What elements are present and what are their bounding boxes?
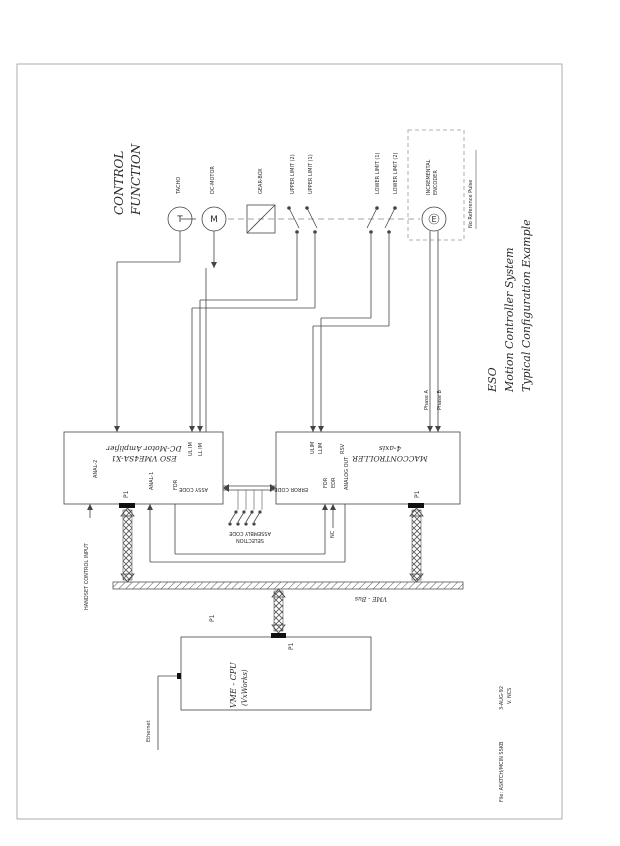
amplifier-p1-connector — [119, 503, 135, 508]
title-line3: Typical Configuration Example — [520, 219, 533, 392]
ethernet-wire — [157, 675, 177, 750]
title-line2: Motion Controller System — [503, 247, 516, 393]
no-reference-label: No Reference Pulse — [468, 180, 474, 228]
encoder-housing — [407, 129, 465, 241]
gear-box-icon — [246, 204, 276, 234]
controller-error-code-label: ERROR CODE — [274, 486, 308, 492]
upper-limit-1-switch-icon — [305, 206, 318, 234]
amplifier-ulim-label: UL IM — [188, 442, 194, 456]
amplifier-p1-label: P1 — [123, 490, 130, 498]
vme-bus-label: VME - Bus — [355, 595, 387, 602]
amplifier-llim-label: LL IM — [198, 443, 204, 456]
phase-a-label: Phase A — [424, 389, 430, 410]
lower-limit-wire — [310, 234, 390, 432]
upper-limit-wire — [189, 234, 316, 432]
title-line1: ESO — [486, 367, 499, 393]
cpu-title-line2: (VxWorks) — [241, 669, 249, 706]
cpu-ethernet-port — [177, 673, 181, 679]
page-frame — [16, 63, 563, 820]
tacho-label: TACHO — [176, 177, 182, 195]
svg-text:M: M — [210, 215, 218, 225]
controller-fdir-label: FDR — [323, 477, 329, 488]
controller-rsv-label: RSV — [340, 443, 346, 454]
controller-title-line1: 4-axis — [379, 444, 402, 453]
footer-file-label: File: ASKTCH/MCIN SSKB — [499, 741, 505, 802]
phase-b-label: Phase B — [437, 389, 443, 410]
controller-p1-connector — [408, 503, 424, 508]
gear-box-label: GEAR-BOX — [258, 168, 264, 194]
upper-limit-1-label: UPPER LIMIT (1) — [308, 154, 314, 194]
controller-edir-label: EDR — [331, 477, 337, 488]
handset-wire — [87, 504, 93, 518]
cpu-title-line1: VME - CPU — [229, 662, 238, 708]
tacho-wire — [114, 231, 181, 432]
dc-motor-icon: M — [201, 206, 227, 232]
encoder-label-line1: INCREMENTAL — [426, 159, 432, 195]
motor-wire — [205, 231, 217, 432]
lower-limit-2-label: LOWER LIMIT (2) — [393, 152, 399, 194]
amplifier-title-line1: DC-Motor Amplifier — [106, 444, 183, 453]
cpu-box — [180, 636, 372, 711]
cpu-p1-top-label: P1 — [209, 614, 216, 622]
analog-loop-wire — [147, 504, 346, 563]
nc-arrow — [330, 504, 336, 528]
amplifier-anal1-label: ANAL-1 — [149, 472, 155, 490]
controller-bus-cable — [409, 507, 424, 583]
assembly-selection-line2: SELECTION — [236, 537, 264, 543]
svg-text:E: E — [431, 215, 436, 224]
dc-motor-label: DC-MOTOR — [210, 166, 216, 194]
amplifier-fdir-label: FDR — [173, 479, 179, 490]
encoder-icon: E — [421, 206, 447, 232]
amplifier-anal2-label: ANAL-2 — [93, 460, 99, 478]
handset-control-label: HANDSET CONTROL INPUT — [84, 542, 90, 610]
controller-llim-label: LLIM — [318, 443, 324, 454]
controller-p1-label: P1 — [414, 490, 421, 498]
lower-limit-1-label: LOWER LIMIT (1) — [375, 152, 381, 194]
controller-box — [275, 431, 461, 505]
control-function-line1: CONTROL — [112, 151, 126, 215]
controller-analog-out-label: ANALOG OUT — [344, 456, 350, 490]
svg-text:T: T — [176, 215, 183, 225]
footer-author-label: V. NCS — [507, 688, 513, 704]
ethernet-label: Ethernet — [146, 720, 152, 742]
amplifier-assy-code-label: ASSY CODE — [179, 486, 208, 492]
upper-limit-2-label: UPPER LIMIT (2) — [290, 154, 296, 194]
controller-ulim-label: ULIM — [310, 442, 316, 454]
cpu-p1-label: P1 — [288, 642, 295, 650]
amplifier-bus-cable — [120, 507, 135, 583]
encoder-label-line2: ENCODER — [433, 170, 439, 195]
controller-title-line2: MACCONTROLLER — [352, 454, 429, 463]
encoder-phase-wires — [427, 231, 441, 432]
assembly-code-switches-icon — [228, 510, 262, 526]
assembly-code-bus — [223, 484, 276, 510]
cpu-p1-connector — [271, 633, 286, 638]
upper-limit-2-switch-icon — [287, 206, 300, 234]
amplifier-title-line2: ESO VME4SA-X1 — [111, 454, 177, 463]
footer-date-label: 3-AUG-92 — [499, 686, 505, 710]
controller-nc-label: NC — [330, 530, 336, 538]
fdir-loop-wire — [174, 504, 328, 555]
control-function-line2: FUNCTION — [129, 143, 143, 216]
lower-limit-1-switch-icon — [366, 206, 379, 234]
cpu-bus-cable — [271, 588, 286, 634]
vme-bus — [112, 581, 464, 590]
lower-limit-2-switch-icon — [384, 206, 397, 234]
assembly-selection-line1: ASSEMBLY CODE — [229, 530, 271, 536]
amplifier-box — [63, 431, 224, 505]
